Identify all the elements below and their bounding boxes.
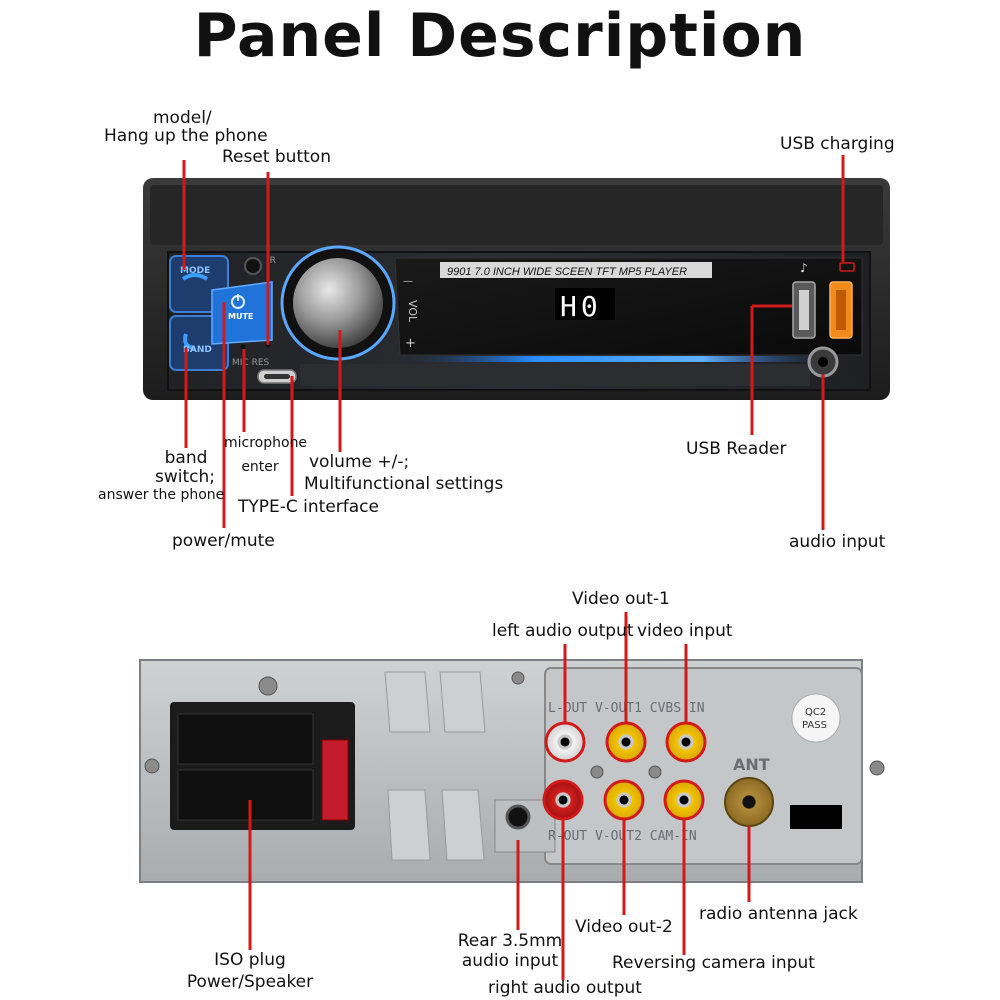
label-right-audio-output: right audio output — [488, 978, 642, 998]
label-video-out-1: Video out-1 — [572, 589, 670, 609]
battery-icon — [839, 262, 855, 272]
rear-callout-lines — [248, 612, 751, 980]
page-title: Panel Description — [193, 1, 807, 71]
chassis-screw — [648, 765, 662, 779]
vol-label: VOL — [406, 300, 419, 323]
ant-print: ANT — [733, 755, 770, 774]
rear-35mm-jack[interactable] — [505, 804, 531, 830]
mode-button-label: MODE — [180, 266, 210, 276]
rca-left-audio-out[interactable] — [544, 721, 586, 763]
mute-button-label: MUTE — [228, 312, 253, 321]
ambient-light-bar — [408, 356, 828, 362]
ir-sensor — [244, 257, 262, 275]
label-hang-up: Hang up the phone — [104, 126, 268, 146]
chassis-screw — [258, 676, 278, 696]
chassis-screw — [511, 671, 525, 685]
label-radio-antenna: radio antenna jack — [699, 904, 858, 924]
qc-line2: PASS — [802, 720, 827, 731]
vol-plus-label: + — [405, 336, 416, 351]
rca-reversing-camera-in[interactable] — [663, 779, 705, 821]
label-band: band — [164, 448, 208, 468]
segment-display-text: H0 — [560, 290, 602, 323]
rear-bottom-print: R-OUT V-OUT2 CAM-IN — [548, 829, 697, 844]
label-power-speaker: Power/Speaker — [186, 972, 314, 992]
label-iso-plug: ISO plug — [214, 950, 286, 970]
chassis-screw — [590, 765, 604, 779]
rca-video-out-2[interactable] — [603, 779, 645, 821]
label-usb-reader: USB Reader — [686, 439, 787, 459]
label-answer: answer the phone — [98, 487, 225, 503]
label-multifunctional: Multifunctional settings — [304, 474, 504, 494]
qc-line1: QC2 — [805, 707, 826, 718]
label-reversing-camera: Reversing camera input — [612, 953, 815, 973]
qc-pass-sticker — [791, 693, 841, 743]
front-callout-lines — [182, 155, 845, 530]
rear-chassis — [139, 659, 885, 883]
hang-up-icon — [181, 273, 209, 281]
unit-model-text: 9901 7.0 INCH WIDE SCEEN TFT MP5 PLAYER — [447, 266, 687, 278]
label-usb-charging: USB charging — [780, 134, 895, 154]
label-switch: switch; — [155, 467, 215, 487]
label-left-audio-output: left audio output — [492, 621, 634, 641]
power-mute-button[interactable] — [211, 281, 273, 345]
front-head-unit: ♪ — [143, 178, 890, 400]
microphone-hole — [240, 344, 246, 350]
chassis-screw — [869, 760, 885, 776]
volume-knob[interactable] — [293, 258, 383, 348]
label-enter: enter — [241, 459, 279, 475]
label-video-out-2: Video out-2 — [575, 917, 673, 937]
vol-minus-label: — — [403, 276, 413, 287]
rca-video-input[interactable] — [665, 721, 707, 763]
segment-display — [555, 288, 615, 320]
band-button-label: BAND — [183, 345, 212, 355]
rca-video-out-1[interactable] — [605, 721, 647, 763]
label-volume: volume +/-; — [309, 452, 410, 472]
label-model: model/ — [153, 108, 212, 128]
label-video-input: video input — [637, 621, 733, 641]
phone-answer-icon — [183, 333, 195, 350]
label-power-mute: power/mute — [172, 531, 275, 551]
mic-res-label: MIC RES — [232, 358, 270, 368]
rear-black-tag — [790, 805, 842, 829]
label-rear-35mm-2: audio input — [461, 951, 559, 971]
label-type-c: TYPE-C interface — [238, 497, 379, 517]
label-microphone: microphone — [224, 435, 308, 451]
music-note-icon: ♪ — [800, 261, 808, 275]
label-rear-35mm-1: Rear 3.5mm — [457, 931, 563, 951]
chassis-screw — [144, 758, 160, 774]
rca-right-audio-out[interactable] — [542, 779, 584, 821]
ir-label: IR — [267, 256, 276, 266]
iso-connector — [170, 702, 355, 830]
label-reset: Reset button — [222, 147, 331, 167]
antenna-jack[interactable] — [724, 777, 774, 827]
label-audio-input: audio input — [789, 532, 886, 552]
